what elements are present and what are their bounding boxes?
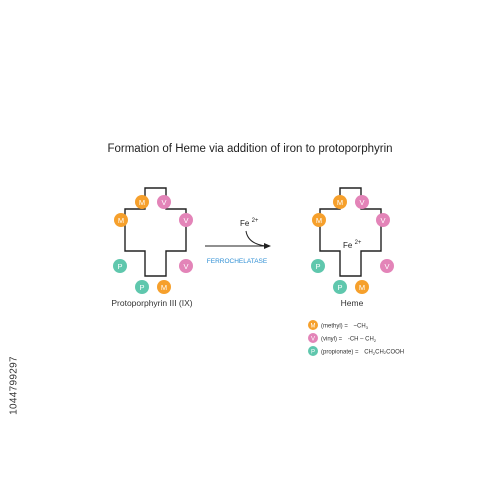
legend-letter: M: [311, 324, 316, 330]
substituent-letter: M: [161, 283, 167, 292]
substituent-letter: M: [337, 198, 343, 207]
substituent-letter: V: [183, 262, 188, 271]
diagram-title: Formation of Heme via addition of iron t…: [107, 143, 393, 155]
substituent-letter: M: [359, 283, 365, 292]
substituent-letter: V: [384, 262, 389, 271]
substituent-propionate: P: [333, 280, 347, 294]
substituent-vinyl: V: [376, 213, 390, 227]
substituent-propionate: P: [113, 259, 127, 273]
protoporphyrin-ring-outline: [124, 187, 187, 277]
legend-item-propionate: P (propionate) = CH2CH₂COOH: [308, 346, 404, 356]
substituent-letter: P: [117, 262, 122, 271]
substituent-letter: V: [380, 216, 385, 225]
substituent-vinyl: V: [179, 213, 193, 227]
legend-text: (methyl) = ~CH3: [321, 324, 369, 331]
iron-entry-curve: [245, 230, 267, 247]
substituent-vinyl: V: [355, 195, 369, 209]
substituent-vinyl: V: [179, 259, 193, 273]
substituent-letter: P: [337, 283, 342, 292]
legend-letter: P: [311, 350, 315, 356]
substituent-letter: M: [139, 198, 145, 207]
substituent-vinyl: V: [157, 195, 171, 209]
heme-label: Heme: [341, 298, 364, 308]
reaction-arrow-group: Fe 2+ FERROCHELATASE: [205, 218, 271, 265]
legend-text: (propionate) = CH2CH₂COOH: [321, 350, 404, 357]
heme-iron-label: Fe 2+: [343, 240, 362, 250]
substituent-methyl: M: [312, 213, 326, 227]
heme-ring-outline: [319, 187, 382, 277]
substituent-propionate: P: [311, 259, 325, 273]
substituent-propionate: P: [135, 280, 149, 294]
substituent-methyl: M: [333, 195, 347, 209]
stock-id: 1044799297: [8, 356, 20, 415]
substituent-methyl: M: [355, 280, 369, 294]
legend-item-methyl: M (methyl) = ~CH3: [308, 320, 369, 330]
substituent-vinyl: V: [380, 259, 394, 273]
substituent-letter: V: [359, 198, 364, 207]
substituent-legend: M (methyl) = ~CH3 V (vinyl) = -CH – CH2 …: [308, 320, 404, 356]
substituent-methyl: M: [114, 213, 128, 227]
substituent-methyl: M: [135, 195, 149, 209]
legend-letter: V: [311, 337, 315, 343]
legend-text: (vinyl) = -CH – CH2: [321, 337, 377, 344]
substituent-methyl: M: [157, 280, 171, 294]
enzyme-label: FERROCHELATASE: [207, 258, 268, 265]
substituent-letter: M: [118, 216, 124, 225]
substituent-letter: M: [316, 216, 322, 225]
substituent-letter: V: [183, 216, 188, 225]
substituent-letter: V: [161, 198, 166, 207]
heme-molecule: Fe 2+ M V M V P V P: [311, 187, 394, 294]
protoporphyrin-label: Protoporphyrin III (IX): [111, 298, 192, 308]
iron-reagent-label: Fe 2+: [240, 218, 259, 228]
arrow-head-icon: [264, 243, 271, 249]
legend-item-vinyl: V (vinyl) = -CH – CH2: [308, 333, 377, 343]
protoporphyrin-molecule: M V M V P V P M: [113, 187, 193, 294]
substituent-letter: P: [315, 262, 320, 271]
substituent-letter: P: [139, 283, 144, 292]
